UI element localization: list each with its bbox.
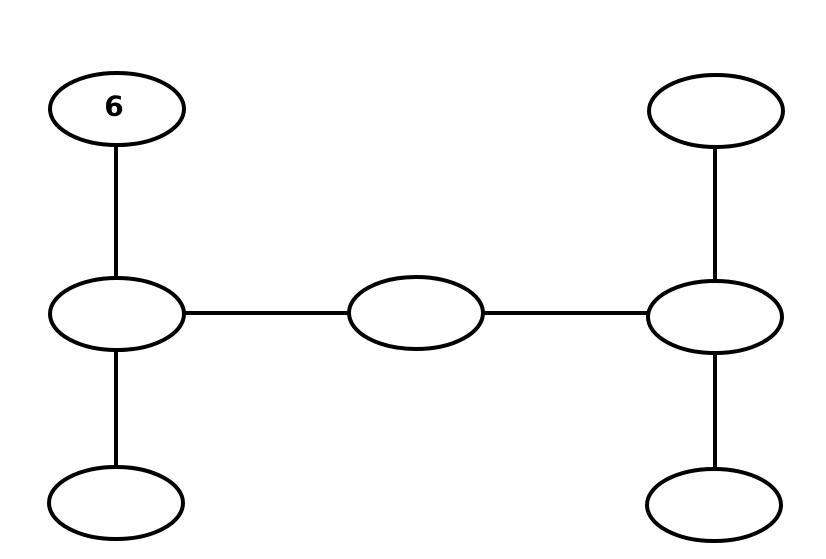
node-ellipse (645, 467, 783, 543)
node-ellipse (646, 279, 784, 355)
node-bottom-left (47, 465, 185, 541)
node-top-left: 6 (48, 71, 186, 147)
node-ellipse (48, 71, 186, 147)
node-bottom-right (645, 467, 783, 543)
node-top-right (647, 73, 785, 149)
node-ellipse (347, 275, 485, 351)
node-ellipse (647, 73, 785, 149)
node-ellipse (47, 465, 185, 541)
node-ellipse (48, 276, 186, 352)
node-center (347, 275, 485, 351)
node-label: 6 (104, 90, 123, 123)
node-mid-left (48, 276, 186, 352)
node-mid-right (646, 279, 784, 355)
